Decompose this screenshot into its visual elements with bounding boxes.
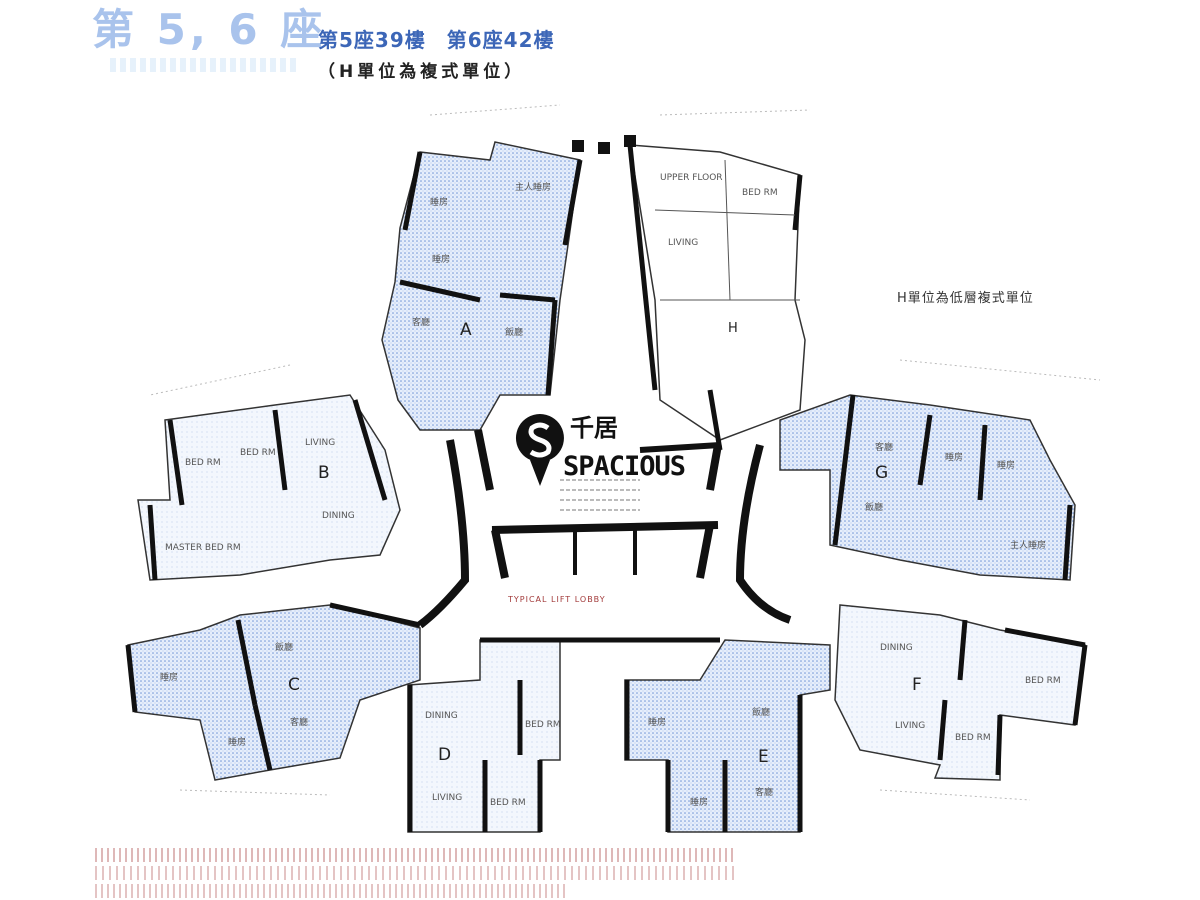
room-label: LIVING	[895, 721, 925, 731]
room-label: UPPER FLOOR	[660, 173, 723, 183]
room-label: BED RM	[955, 733, 991, 743]
room-label: 客廳	[755, 786, 773, 798]
unit-letter: A	[460, 320, 472, 340]
unit-letter: H	[728, 321, 738, 336]
unit-letter: C	[288, 675, 300, 695]
room-label: LIVING	[432, 793, 462, 803]
room-label: 睡房	[997, 459, 1015, 471]
room-label: LIVING	[305, 438, 335, 448]
room-label: 飯廳	[505, 326, 523, 338]
room-label: 飯廳	[752, 706, 770, 718]
room-label: MASTER BED RM	[165, 543, 241, 553]
room-label: 睡房	[690, 796, 708, 808]
room-label: 睡房	[648, 716, 666, 728]
room-label: 飯廳	[865, 501, 883, 513]
room-label: BED RM	[240, 448, 276, 458]
footer-notes	[95, 848, 735, 898]
unit-g: 客廳 G 睡房 睡房 飯廳 主人睡房	[779, 394, 1076, 581]
room-label: LIVING	[668, 238, 698, 248]
block-title: 第 5, 6 座	[92, 5, 327, 54]
stairs	[560, 479, 640, 511]
watermark-cn: 千居	[570, 414, 618, 442]
watermark-en: SPACIOUS	[563, 451, 686, 482]
floor-count-text: 第5座39樓 第6座42樓	[318, 28, 555, 52]
room-label: 客廳	[412, 316, 430, 328]
room-label: BED RM	[742, 188, 778, 198]
unit-b: BED RM BED RM LIVING B DINING MASTER BED…	[137, 394, 401, 581]
room-label: BED RM	[1025, 676, 1061, 686]
unit-letter: E	[758, 747, 769, 767]
room-label: BED RM	[525, 720, 561, 730]
room-label: 主人睡房	[515, 181, 551, 193]
room-label: 主人睡房	[1010, 539, 1046, 551]
unit-letter: G	[875, 463, 888, 483]
unit-f: DINING F LIVING BED RM BED RM	[834, 604, 1088, 781]
unit-d: DINING D LIVING BED RM BED RM	[407, 637, 720, 833]
unit-e: 睡房 睡房 飯廳 E 客廳	[624, 639, 831, 833]
unit-letter: B	[318, 463, 330, 483]
room-label: 睡房	[160, 671, 178, 683]
unit-letter: F	[912, 675, 922, 695]
unit-h: UPPER FLOOR BED RM LIVING H	[627, 144, 806, 451]
room-label: 睡房	[432, 253, 450, 265]
room-label: DINING	[425, 711, 458, 721]
room-label: BED RM	[185, 458, 221, 468]
room-label: 睡房	[945, 451, 963, 463]
room-label: 飯廳	[275, 641, 293, 653]
duplex-note: （H單位為複式單位）	[318, 62, 526, 82]
lower-duplex-note: H單位為低層複式單位	[897, 291, 1034, 306]
room-label: 客廳	[875, 441, 893, 453]
location-pin-s-logo	[515, 414, 564, 486]
room-label: BED RM	[490, 798, 526, 808]
faded-subtitle	[110, 58, 300, 72]
room-label: 睡房	[228, 736, 246, 748]
room-label: DINING	[880, 643, 913, 653]
unit-c: 睡房 睡房 飯廳 C 客廳	[125, 602, 421, 781]
core-note: TYPICAL LIFT LOBBY	[508, 595, 606, 604]
core-walls	[417, 135, 792, 629]
unit-letter: D	[438, 745, 451, 765]
room-label: DINING	[322, 511, 355, 521]
room-label: 睡房	[430, 196, 448, 208]
room-label: 客廳	[290, 716, 308, 728]
unit-a: 睡房 主人睡房 睡房 客廳 A 飯廳	[381, 141, 583, 431]
dimension-lines	[149, 104, 1101, 801]
